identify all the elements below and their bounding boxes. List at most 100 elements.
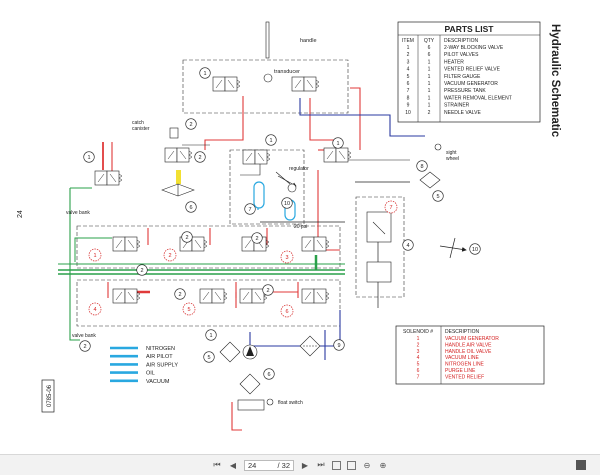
svg-text:1: 1 <box>93 253 96 259</box>
svg-text:1: 1 <box>336 141 339 147</box>
doc-code: 0785-06 <box>47 384 53 407</box>
valves <box>94 76 352 304</box>
svg-text:5: 5 <box>436 194 439 200</box>
solenoid-header-number: SOLENOID # <box>403 329 433 335</box>
parts-header-item: ITEM <box>402 38 414 44</box>
legend-label: AIR PILOT <box>146 354 173 360</box>
callout-circle: 2 <box>136 264 148 276</box>
callout-circle: 2 <box>181 231 193 243</box>
solenoid-row-description: HANDLE AIR VALVE <box>445 342 492 348</box>
parts-row-description: FILTER GAUGE <box>444 74 481 80</box>
valve-block <box>301 288 330 304</box>
parts-row-item: 8 <box>407 95 410 101</box>
svg-text:2: 2 <box>168 253 171 259</box>
parts-header-description: DESCRIPTION <box>444 38 479 44</box>
valve-block <box>112 288 141 304</box>
callout-circle: 7 <box>244 203 256 215</box>
valve-block <box>164 147 193 163</box>
svg-text:9: 9 <box>337 343 340 349</box>
parts-row-qty: 1 <box>428 103 431 109</box>
solenoid-marker: 3 <box>280 250 294 264</box>
valve-block <box>239 288 268 304</box>
pressure-label: 20 psi <box>294 224 307 230</box>
solenoid-marker: 6 <box>280 304 294 318</box>
regulator-label: regulator <box>289 166 309 172</box>
callout-circle: 2 <box>174 288 186 300</box>
first-page-button[interactable]: ⏮ <box>213 460 221 469</box>
valve-block <box>301 236 330 252</box>
parts-row-qty: 2 <box>428 110 431 116</box>
parts-row-item: 6 <box>407 81 410 87</box>
parts-row-qty: 1 <box>428 81 431 87</box>
svg-text:1: 1 <box>87 155 90 161</box>
valve-block <box>241 236 270 252</box>
solenoid-row-description: VENTED RELIEF <box>445 374 484 380</box>
zoom-in-icon[interactable]: ⊕ <box>379 460 387 470</box>
callout-circle: 5 <box>432 190 444 202</box>
next-page-button[interactable]: ▶ <box>301 460 309 470</box>
strainer <box>237 373 265 411</box>
two-page-icon[interactable] <box>347 460 356 470</box>
svg-text:1: 1 <box>269 138 272 144</box>
float-switch-label: float switch <box>278 400 303 406</box>
parts-row-qty: 6 <box>428 45 431 51</box>
parts-row-item: 5 <box>407 74 410 80</box>
regulator: regulator 20 psi <box>277 166 309 230</box>
callout-circle: 2 <box>251 232 263 244</box>
svg-text:2: 2 <box>185 235 188 241</box>
viewer-toolbar: ⏮ ◀ 24 / 32 ▶ ⏭ ⊖ ⊕ <box>0 454 600 475</box>
last-page-button[interactable]: ⏭ <box>317 460 325 469</box>
callout-circle: 9 <box>333 339 345 351</box>
doc-code-box <box>41 379 55 413</box>
callout-circle: 1 <box>265 134 277 146</box>
svg-text:4: 4 <box>406 243 409 249</box>
parts-row-description: 2-WAY BLOCKING VALVE <box>444 45 504 51</box>
parts-row-item: 3 <box>407 59 410 65</box>
callout-circle: 6 <box>185 201 197 213</box>
valve-bank-bottom-label: valve bank <box>72 333 96 339</box>
svg-text:10: 10 <box>284 201 290 207</box>
valve-bank-top-label: valve bank <box>66 210 90 216</box>
parts-row-item: 2 <box>407 52 410 58</box>
total-pages: / 32 <box>277 460 290 470</box>
svg-text:2: 2 <box>189 122 192 128</box>
schematic-title: Hydraulic Schematic <box>549 24 561 138</box>
filter-gauge <box>219 335 321 363</box>
callout-circle: 10 <box>281 197 293 209</box>
parts-row-item: 10 <box>405 110 411 116</box>
solenoid-row-description: VACUUM GENERATOR <box>445 336 499 342</box>
svg-text:2: 2 <box>255 236 258 242</box>
solenoid-header-description: DESCRIPTION <box>445 329 480 335</box>
svg-text:8: 8 <box>420 164 423 170</box>
parts-row-description: VACUUM GENERATOR <box>444 81 498 87</box>
page-indicator[interactable]: 24 / 32 <box>244 459 294 471</box>
svg-text:2: 2 <box>266 288 269 294</box>
valve-block <box>323 147 352 163</box>
menu-icon[interactable] <box>576 460 586 470</box>
svg-text:3: 3 <box>285 255 288 261</box>
fit-page-icon[interactable] <box>332 460 341 470</box>
parts-row-item: 1 <box>407 45 410 51</box>
zoom-out-icon[interactable]: ⊖ <box>363 460 371 470</box>
solenoid-marker: 7 <box>384 200 398 214</box>
valve-block <box>212 76 241 92</box>
legend-label: VACUUM <box>146 379 170 385</box>
svg-text:4: 4 <box>93 307 96 313</box>
parts-row-qty: 1 <box>428 59 431 65</box>
callout-circle: 1 <box>83 151 95 163</box>
svg-text:2: 2 <box>178 292 181 298</box>
solenoid-row-description: PURGE LINE <box>445 368 476 374</box>
callout-circle: 1 <box>332 137 344 149</box>
valve-block <box>112 236 141 252</box>
parts-row-item: 7 <box>407 88 410 94</box>
parts-row-description: NEEDLE VALVE <box>444 110 481 116</box>
prev-page-button[interactable]: ◀ <box>229 460 237 470</box>
current-page: 24 <box>248 460 257 470</box>
solenoid-row-description: VACUUM LINE <box>445 355 479 361</box>
